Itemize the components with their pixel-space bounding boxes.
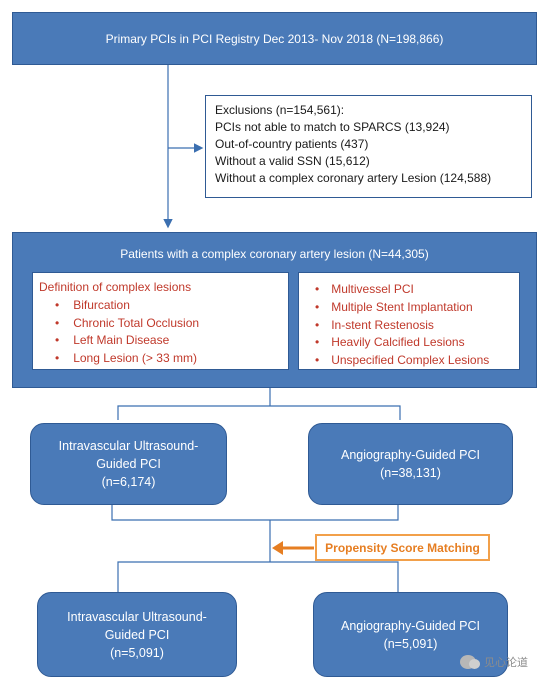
exclusions-box: Exclusions (n=154,561): PCIs not able to… <box>205 95 532 198</box>
definition-title: Definition of complex lesions <box>39 280 192 294</box>
exclusion-ssn: Without a valid SSN (15,612) <box>215 154 370 168</box>
ivus-after-line2: Guided PCI <box>104 627 170 642</box>
angio-group-after: Angiography-Guided PCI (n=5,091) <box>313 592 508 677</box>
lesion-in-stent-restenosis: In-stent Restenosis <box>315 317 519 335</box>
angio-before-count: (n=38,131) <box>380 466 441 480</box>
ivus-after-line1: Intravascular Ultrasound- <box>67 609 207 624</box>
lesion-long: Long Lesion (> 33 mm) <box>39 350 288 368</box>
complex-lesion-panel: Patients with a complex coronary artery … <box>12 232 537 388</box>
ivus-group-before: Intravascular Ultrasound- Guided PCI (n=… <box>30 423 227 505</box>
lesion-unspecified: Unspecified Complex Lesions <box>315 352 519 370</box>
merge-bracket <box>111 505 399 521</box>
exclusions-title: Exclusions (n=154,561): <box>215 103 345 117</box>
watermark: 见心论道 <box>460 654 528 670</box>
lesion-multivessel: Multivessel PCI <box>315 281 519 299</box>
propensity-matching-box: Propensity Score Matching <box>315 534 490 561</box>
ivus-group-after: Intravascular Ultrasound- Guided PCI (n=… <box>37 592 237 677</box>
split-bracket-top <box>117 405 401 420</box>
ivus-after-count: (n=5,091) <box>110 645 164 660</box>
split-bracket-bottom <box>117 561 399 592</box>
registry-title: Primary PCIs in PCI Registry Dec 2013- N… <box>105 31 444 46</box>
ivus-before-count: (n=6,174) <box>101 475 156 489</box>
lesion-multiple-stent: Multiple Stent Implantation <box>315 299 519 317</box>
registry-box: Primary PCIs in PCI Registry Dec 2013- N… <box>12 12 537 65</box>
exclusion-out-of-country: Out-of-country patients (437) <box>215 137 369 151</box>
propensity-matching-label: Propensity Score Matching <box>325 540 480 555</box>
ivus-before-line2: Guided PCI <box>96 457 161 471</box>
lesion-left-main: Left Main Disease <box>39 332 288 350</box>
lesion-calcified: Heavily Calcified Lesions <box>315 334 519 352</box>
watermark-text: 见心论道 <box>484 657 528 669</box>
wechat-icon <box>460 655 480 669</box>
angio-after-count: (n=5,091) <box>383 636 438 651</box>
angio-before-line1: Angiography-Guided PCI <box>341 448 480 462</box>
lesion-cto: Chronic Total Occlusion <box>39 315 288 333</box>
exclusion-no-complex-lesion: Without a complex coronary artery Lesion… <box>215 171 492 185</box>
angio-group-before: Angiography-Guided PCI (n=38,131) <box>308 423 513 505</box>
complex-lesion-title: Patients with a complex coronary artery … <box>120 247 429 261</box>
matching-arrow-icon <box>272 541 314 555</box>
lesion-bifurcation: Bifurcation <box>39 297 288 315</box>
exclusion-sparcs: PCIs not able to match to SPARCS (13,924… <box>215 120 450 134</box>
angio-after-line1: Angiography-Guided PCI <box>341 618 480 633</box>
ivus-before-line1: Intravascular Ultrasound- <box>58 439 199 453</box>
definition-left-box: Definition of complex lesions Bifurcatio… <box>32 272 289 370</box>
definition-right-box: Multivessel PCI Multiple Stent Implantat… <box>298 272 520 370</box>
